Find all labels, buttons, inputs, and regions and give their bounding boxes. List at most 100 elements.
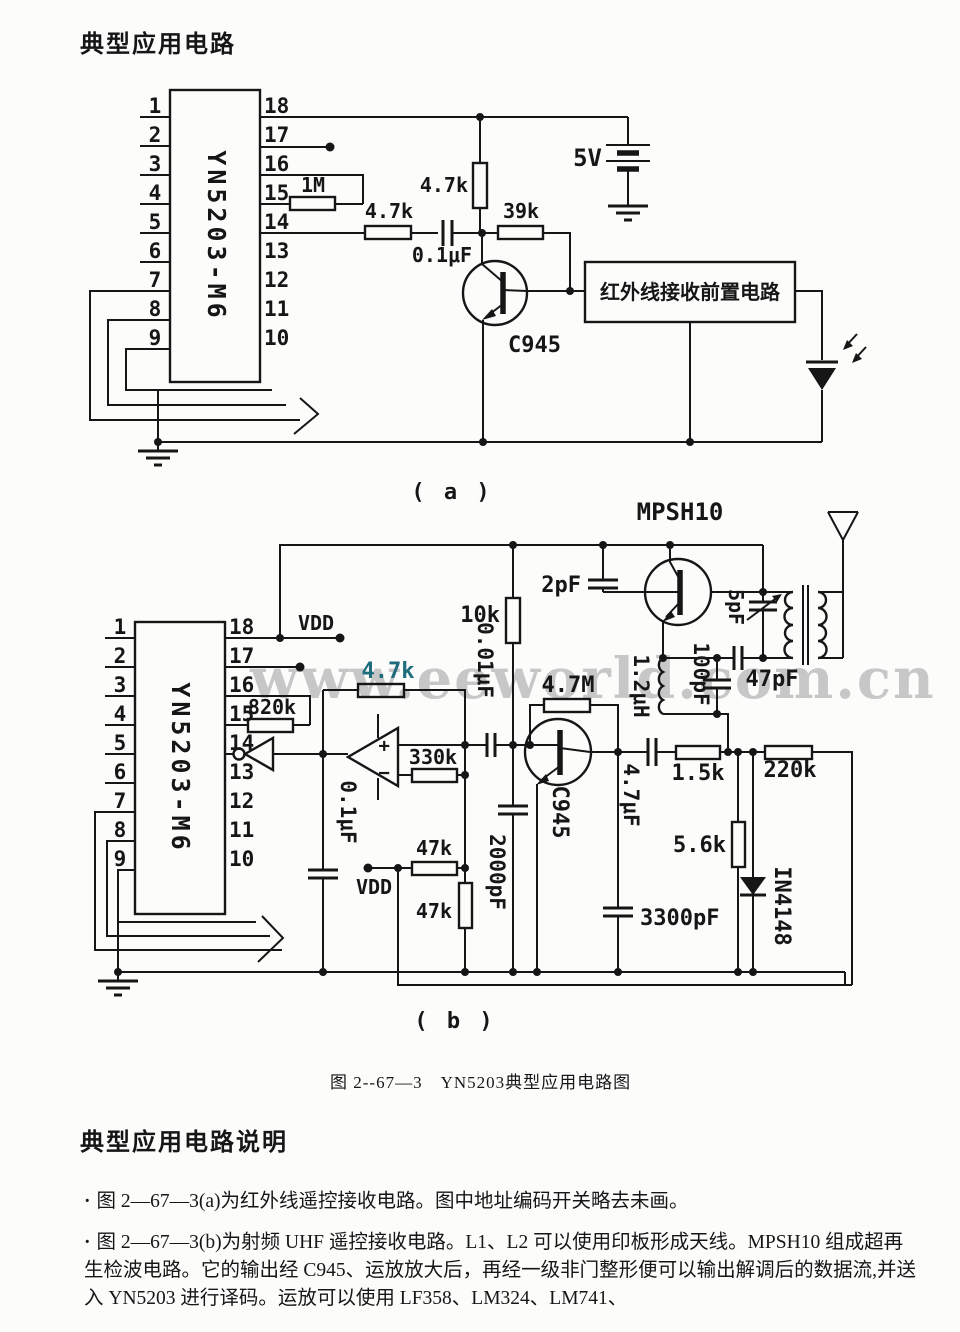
inductor-1.2uh: 1.2μH	[629, 654, 666, 718]
pin-num: 11	[229, 818, 254, 842]
cap-5pf-label: 5pF	[724, 589, 748, 625]
capacitor-0.01uf: 0.01μF	[473, 622, 560, 757]
pin7-loop-a	[89, 290, 300, 421]
pin-num: 15	[229, 702, 254, 726]
pin8-loop-a	[107, 319, 286, 406]
resistor-330k: 330k	[398, 745, 465, 784]
circuit-a: YN5203-M6 1 2 3 4 5 6 7 8 9 18 17 16 15 …	[89, 88, 867, 505]
transistor-mpsh10-label: MPSH10	[637, 498, 724, 526]
resistor-4.7k-v-label: 4.7k	[420, 173, 468, 197]
pin-num: 16	[229, 673, 254, 697]
vdd-mid-label: VDD	[356, 875, 392, 899]
pin-num: 10	[264, 326, 289, 350]
pin-num: 2	[149, 123, 162, 147]
inductor-1.2uh-label: 1.2μH	[629, 654, 653, 717]
pin-num: 5	[114, 731, 127, 755]
section-title: 典型应用电路说明	[80, 1129, 288, 1156]
transistor-c945-b-label: C945	[547, 786, 572, 839]
capacitor-0.1uf-a: 0.1μF	[412, 220, 482, 267]
resistor-4.7k-b-label: 4.7k	[362, 659, 415, 684]
capacitor-0.1uf-b: 0.1μF	[308, 690, 360, 972]
diode-in4148: IN4148	[740, 752, 794, 972]
figure-b-label: ( b )	[414, 1009, 495, 1034]
resistor-39k-label: 39k	[503, 199, 539, 223]
cap-2pf-label: 2pF	[541, 573, 581, 598]
resistor-4.7k-vertical-a: 4.7k	[420, 117, 489, 233]
resistor-5.6k: 5.6k	[673, 752, 747, 972]
pin-num: 13	[229, 760, 254, 784]
pin-num: 18	[229, 615, 254, 639]
resistor-4.7k-series-a: 4.7k	[260, 199, 438, 241]
pin-num: 11	[264, 297, 289, 321]
transistor-c945-a-label: C945	[508, 333, 561, 358]
description-list: ·图 2—67—3(a)为红外线遥控接收电路。图中地址编码开关略去未画。 ·图 …	[84, 1188, 920, 1326]
figure-caption: 图 2--67—3 YN5203典型应用电路图	[330, 1073, 632, 1092]
photodiode-icon	[806, 333, 867, 442]
list-item: ·图 2—67—3(b)为射频 UHF 遥控接收电路。L1、L2 可以使用印板形…	[84, 1229, 920, 1313]
pin-num: 1	[149, 94, 162, 118]
capacitor-2000pf: 2000pF	[485, 745, 528, 972]
pin-num: 3	[149, 152, 162, 176]
pin-num: 15	[264, 181, 289, 205]
pin-num: 9	[149, 326, 162, 350]
antenna-icon	[827, 511, 859, 658]
opamp-plus: +	[379, 735, 390, 757]
resistor-4.7m: 4.7M	[529, 673, 619, 752]
ground-symbol-b	[98, 972, 138, 997]
pin9-loop-b	[117, 869, 256, 972]
pin-num: 12	[264, 268, 289, 292]
resistor-47k-v-label: 47k	[416, 899, 452, 923]
transistor-mpsh10: MPSH10	[603, 498, 723, 658]
cap-47pf-label: 47pF	[746, 667, 799, 692]
resistor-4.7m-label: 4.7M	[542, 673, 595, 698]
cap-2000pf-label: 2000pF	[485, 834, 509, 910]
ic-label-b: YN5203-M6	[166, 682, 195, 853]
pin-num: 7	[114, 789, 127, 813]
pin-num: 6	[149, 239, 162, 263]
resistor-10k-label: 10k	[460, 603, 500, 628]
pin-num: 1	[114, 615, 127, 639]
bus-chevron-lower-b	[257, 915, 285, 963]
bullet-icon: ·	[84, 1232, 91, 1253]
ground-symbol-a	[138, 442, 178, 467]
cap-0.1uf-label: 0.1μF	[412, 243, 472, 267]
resistor-820k-label: 820k	[248, 695, 296, 719]
resistor-330k-label: 330k	[409, 745, 457, 769]
resistor-1m-label: 1M	[301, 173, 325, 197]
pin-num: 3	[114, 673, 127, 697]
pin7-loop-b	[94, 811, 282, 951]
pin-num: 2	[114, 644, 127, 668]
resistor-10k: 10k	[460, 545, 522, 745]
resistor-4.7k-b: 4.7k	[323, 659, 466, 745]
pin-num: 14	[264, 210, 289, 234]
cap-0.01uf-label: 0.01μF	[473, 622, 497, 698]
resistor-1m: 1M	[260, 173, 364, 212]
transistor-c945-b: C945	[513, 717, 648, 972]
pin-num: 17	[264, 123, 289, 147]
cap-4.7uf-label: 4.7μF	[619, 763, 643, 826]
resistor-1.5k-label: 1.5k	[672, 761, 725, 786]
cap-0.1uf-b-label: 0.1μF	[336, 780, 360, 843]
opamp-minus: −	[379, 762, 390, 784]
pin-num: 8	[114, 818, 127, 842]
pin-num: 5	[149, 210, 162, 234]
capacitor-5pf-variable: 5pF	[724, 589, 782, 658]
pin-num: 4	[114, 702, 127, 726]
pin-num: 17	[229, 644, 254, 668]
preamp-box-label: 红外线接收前置电路	[600, 280, 781, 304]
inverter-gate	[225, 735, 348, 773]
capacitor-100pf: 100pF	[689, 642, 731, 714]
pin-num: 9	[114, 847, 127, 871]
resistor-39k: 39k	[482, 199, 571, 291]
bullet1-text: 图 2—67—3(a)为红外线遥控接收电路。图中地址编码开关略去未画。	[96, 1191, 689, 1212]
pin-num: 18	[264, 94, 289, 118]
transistor-c945-a: C945	[461, 233, 585, 442]
resistor-47k-v: 47k	[416, 868, 474, 972]
bullet2-text: 图 2—67—3(b)为射频 UHF 遥控接收电路。L1、L2 可以使用印板形成…	[84, 1232, 917, 1309]
pin-num: 16	[264, 152, 289, 176]
resistor-47k-h: 47k VDD	[356, 836, 465, 899]
list-item: ·图 2—67—3(a)为红外线遥控接收电路。图中地址编码开关略去未画。	[84, 1188, 920, 1216]
pin-num: 13	[264, 239, 289, 263]
opamp: + −	[345, 714, 400, 800]
resistor-220k-label: 220k	[764, 758, 817, 783]
